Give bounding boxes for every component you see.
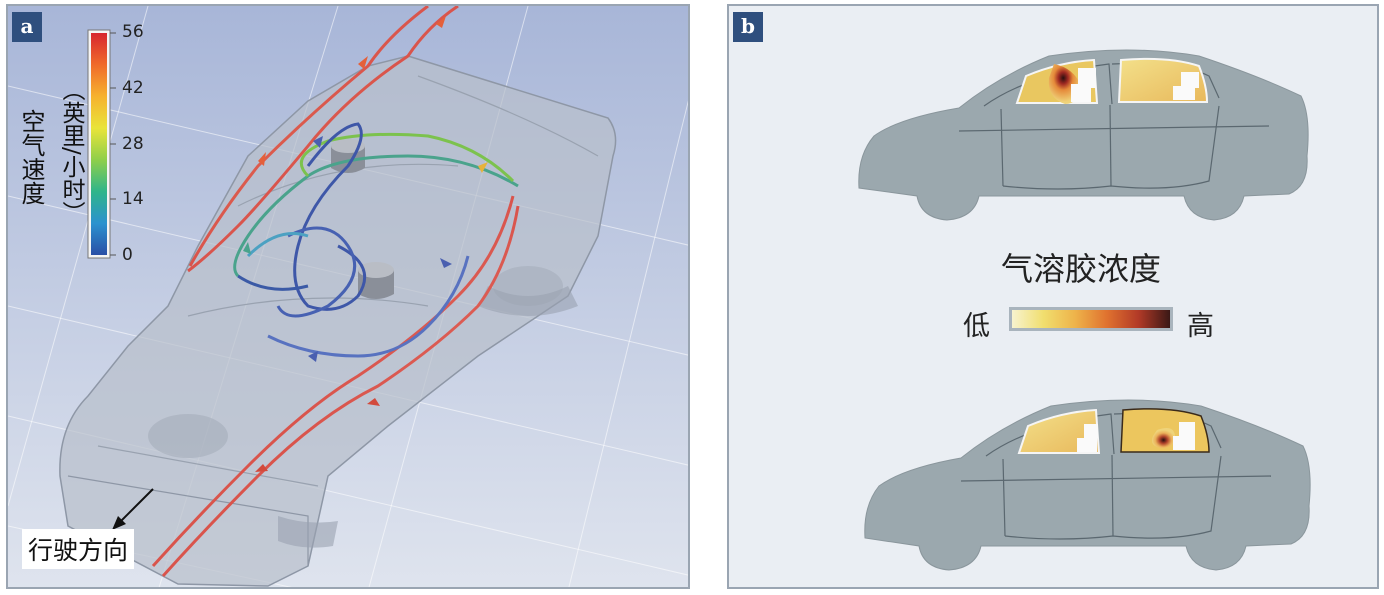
colorbar-unit-label: （英里/小时） bbox=[58, 78, 84, 224]
colorbar-tick-56: 56 bbox=[122, 22, 144, 42]
colorbar-quantity-label: 空气速度 bbox=[17, 109, 45, 205]
panel-b: b 气溶胶浓度 低 高 bbox=[727, 4, 1379, 589]
colorbar-tick-28: 28 bbox=[122, 134, 144, 154]
concentration-legend-title: 气溶胶浓度 bbox=[1001, 250, 1162, 288]
concentration-high-label: 高 bbox=[1187, 311, 1214, 342]
airflow-simulation-figure bbox=[8, 6, 688, 587]
headrest-rear bbox=[358, 262, 394, 299]
velocity-colorbar bbox=[87, 29, 116, 259]
car-bottom-rear-hotspot bbox=[1152, 428, 1175, 448]
car-body-model bbox=[59, 55, 617, 587]
outer-streamlines bbox=[151, 6, 520, 578]
colorbar-tick-42: 42 bbox=[122, 78, 144, 98]
velocity-colorbar-gradient bbox=[91, 33, 107, 255]
colorbar-tick-0: 0 bbox=[122, 245, 133, 265]
concentration-colorbar bbox=[1009, 307, 1173, 331]
cabin-streamlines bbox=[233, 122, 519, 358]
drive-direction-arrow bbox=[112, 488, 154, 530]
panel-label-a: a bbox=[12, 12, 42, 42]
colorbar-tick-14: 14 bbox=[122, 189, 144, 209]
car-top bbox=[858, 49, 1309, 221]
panel-label-b: b bbox=[733, 12, 763, 42]
streamline-arrows bbox=[243, 16, 488, 472]
concentration-low-label: 低 bbox=[963, 311, 990, 342]
panel-a: a 56 42 28 14 0 （英里/小时） 空气速度 行驶方向 bbox=[6, 4, 690, 589]
aerosol-concentration-figure bbox=[858, 49, 1311, 571]
car-bottom bbox=[864, 399, 1311, 571]
drive-direction-label: 行驶方向 bbox=[22, 529, 135, 569]
